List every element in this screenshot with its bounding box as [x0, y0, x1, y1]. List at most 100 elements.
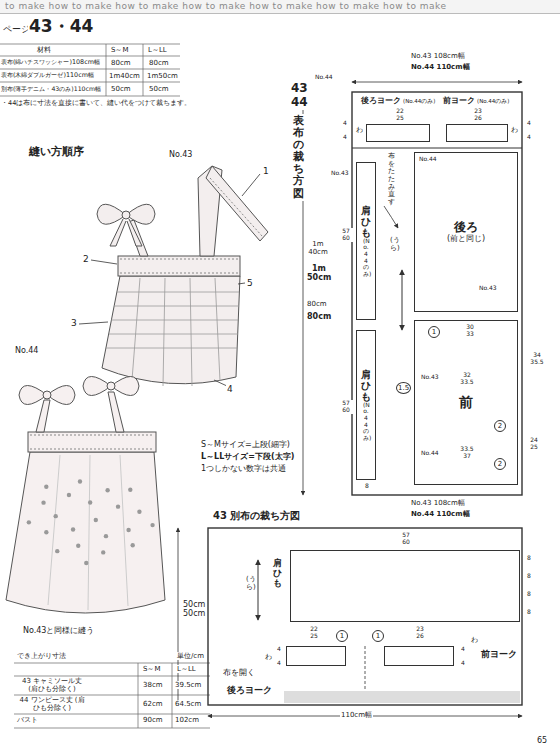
- piece-name: 肩ひも: [361, 369, 371, 402]
- label-text: L～LLサイズ=下段(太字): [200, 452, 295, 461]
- callout-number: 1.5: [396, 382, 411, 394]
- dot: [104, 534, 108, 538]
- piece-label: 前ヨーク: [481, 649, 519, 659]
- label-text: (うら): [246, 575, 253, 592]
- label-text: No.43: [478, 285, 498, 292]
- label-text: 3: [70, 318, 78, 328]
- pattern-piece: 肩ひも(No.44のみ): [356, 162, 376, 320]
- label-text: No.44 110cm幅: [410, 63, 471, 71]
- label-text: 別布(薄手デニム・43のみ)110cm幅: [0, 85, 102, 92]
- label-text: No.43 108cm幅: [410, 52, 466, 60]
- label-text: 縫い方順序: [28, 146, 85, 159]
- label-text: 8: [526, 591, 532, 598]
- label-text: 23 26: [412, 626, 428, 640]
- dot: [88, 500, 92, 504]
- label-text: No.44: [14, 346, 39, 355]
- label-text: 33.5 37: [456, 446, 478, 460]
- label-text: 65: [536, 736, 548, 745]
- label-text: 8: [526, 555, 532, 562]
- label-text: S～M: [110, 46, 129, 54]
- dot: [94, 518, 98, 522]
- piece-name: 肩ひも: [273, 559, 282, 589]
- label-text: 90cm: [142, 716, 164, 724]
- label-text: 50cm 50cm: [182, 600, 206, 618]
- label-text: 1m50cm: [146, 72, 179, 80]
- label-text: 1つしかない数字は共通: [200, 464, 287, 473]
- dot: [116, 504, 120, 508]
- label-text: 22 25: [392, 108, 408, 122]
- label-text: 80cm: [306, 312, 332, 321]
- piece-label: 後ろヨーク(No.44のみ): [361, 97, 437, 106]
- label-text: 1m40cm: [108, 72, 141, 80]
- piece-name: 後ろヨーク: [361, 97, 401, 106]
- label-text: わ: [470, 636, 479, 644]
- piece-name: (No.44のみ): [363, 238, 369, 278]
- callout-number: 1: [428, 326, 440, 338]
- dot: [41, 500, 45, 504]
- label-text: 単位/cm: [176, 652, 205, 660]
- header-band: [0, 0, 560, 13]
- callout-number: 2: [494, 420, 506, 432]
- label-text: 表布の裁ち方図: [293, 114, 304, 201]
- piece-name: 肩ひも: [361, 205, 371, 238]
- label-text: わ: [510, 126, 519, 134]
- dot: [44, 530, 48, 534]
- pattern-piece: 肩ひも: [290, 550, 520, 622]
- label-text: 布をたたみ直す: [388, 152, 395, 208]
- label-text: バスト: [16, 716, 39, 724]
- camisole-figure: [97, 166, 268, 386]
- piece-name: (No.44のみ): [477, 98, 509, 104]
- label-text: 80cm: [148, 59, 170, 67]
- label-text: 44: [290, 96, 309, 110]
- callout-number: 2: [494, 458, 506, 470]
- label-text: 表布(綿ハチスワッシャー)108cm幅: [0, 59, 101, 66]
- dot: [128, 488, 132, 492]
- label-text: 5: [246, 278, 254, 288]
- label-text: 2: [82, 254, 90, 264]
- callout-number: 1: [372, 630, 384, 642]
- label-text: でき上がり寸法: [16, 652, 67, 660]
- label-text: 50cm: [110, 85, 132, 93]
- label-text: No.44: [420, 450, 440, 457]
- label-text: 4: [460, 660, 466, 667]
- label-text: L～LL: [176, 665, 197, 673]
- dot: [67, 493, 71, 497]
- header-rule: [0, 13, 560, 14]
- label-text: No.43 108cm幅: [410, 499, 466, 507]
- label-text: わ: [264, 653, 273, 661]
- label-text: 8: [526, 573, 532, 580]
- label-text: 4: [526, 120, 532, 127]
- dot: [105, 488, 109, 492]
- label-text: 43 別布の裁ち方図: [212, 510, 301, 522]
- dot: [131, 543, 135, 547]
- label-text: 22 25: [306, 626, 322, 640]
- label-text: 62cm: [142, 700, 164, 708]
- label-text: 1m 40cm: [306, 240, 330, 256]
- label-text: ・44は布に寸法を直接に書いて、縫い代をつけて裁ちます。: [0, 100, 192, 107]
- dot: [27, 520, 31, 524]
- label-text: 4: [276, 646, 282, 653]
- piece-name: 後ろ: [454, 221, 478, 235]
- piece-name: 前ヨーク: [481, 649, 517, 659]
- piece-label: 後ろヨーク: [227, 685, 274, 695]
- materials-table: [0, 44, 180, 96]
- label-text: 102cm: [174, 716, 200, 724]
- label-text: 44 ワンピース丈 (肩ひも分除く): [16, 696, 88, 712]
- piece-label: 肩ひも(No.44のみ): [357, 331, 375, 479]
- piece-name: 後ろヨーク: [227, 685, 272, 695]
- label-text: 材料: [36, 46, 52, 54]
- label-text: 110cm幅: [340, 711, 373, 719]
- pattern-piece: 肩ひも(No.44のみ): [356, 330, 376, 480]
- label-text: (うら): [390, 236, 397, 253]
- label-text: 64.5cm: [174, 700, 202, 708]
- callout-number: 1: [336, 630, 348, 642]
- piece-label: 後ろ(前と同じ): [415, 153, 517, 311]
- label-text: 4: [460, 646, 466, 653]
- dot: [84, 561, 88, 565]
- label-text: 4: [276, 660, 282, 667]
- piece-label: 肩ひも: [273, 559, 282, 589]
- label-text: 23 26: [470, 108, 486, 122]
- label-text: 8: [364, 483, 370, 490]
- label-text: 80cm: [110, 59, 132, 67]
